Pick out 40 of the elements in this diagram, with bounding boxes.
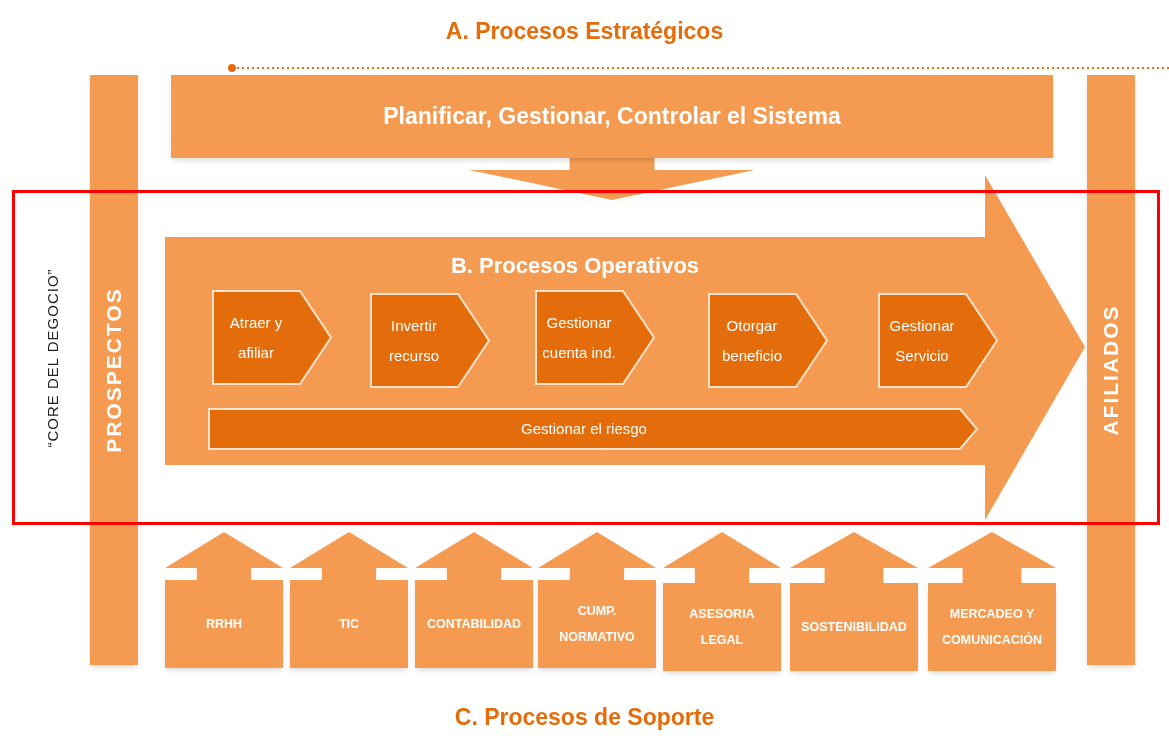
section-heading: A. Procesos Estratégicos — [445, 17, 724, 46]
block-arrow — [415, 532, 533, 580]
step-label: Otorgar beneficio — [720, 315, 783, 366]
step-label: Invertir recurso — [388, 315, 440, 366]
side-bar — [90, 75, 138, 665]
block-arrow — [790, 532, 918, 583]
block-arrow — [538, 532, 656, 580]
support-label: SOSTENIBILIDAD — [801, 619, 907, 636]
block-arrow — [928, 532, 1056, 583]
block-arrow — [290, 532, 408, 580]
block-arrow — [663, 532, 781, 583]
support-label: RRHH — [205, 616, 243, 633]
support-label: ASESORIA LEGAL — [688, 606, 756, 649]
highlight-frame — [12, 190, 1160, 525]
support-box — [928, 583, 1056, 671]
support-label: MERCADEO Y COMUNICACIÓN — [941, 606, 1043, 649]
step-label: Atraer y afiliar — [228, 312, 284, 363]
process-bar — [208, 408, 978, 450]
vertical-label: PROSPECTOS — [101, 287, 127, 453]
support-label: TIC — [338, 616, 360, 633]
support-label: CONTABILIDAD — [426, 616, 522, 633]
support-label: CUMP. NORMATIVO — [558, 603, 636, 646]
support-box — [790, 583, 918, 671]
block-arrow — [469, 158, 755, 200]
step-label: Gestionar el riesgo — [521, 419, 647, 439]
vertical-label: “CORE DEL DEGOCIO” — [42, 267, 62, 448]
vertical-label: AFILIADOS — [1098, 304, 1124, 436]
support-box — [165, 580, 283, 668]
support-box — [290, 580, 408, 668]
support-box — [538, 580, 656, 668]
process-bar — [171, 75, 1053, 158]
step-label: Gestionar Servicio — [888, 315, 956, 366]
step-label: Gestionar cuenta ind. — [541, 312, 617, 363]
section-title: B. Procesos Operativos — [450, 252, 700, 280]
support-box — [415, 580, 533, 668]
section-heading: C. Procesos de Soporte — [454, 703, 715, 732]
block-arrow — [165, 532, 283, 580]
side-bar — [1087, 75, 1135, 665]
support-box — [663, 583, 781, 671]
process-title: Planificar, Gestionar, Controlar el Sistema — [383, 102, 841, 132]
